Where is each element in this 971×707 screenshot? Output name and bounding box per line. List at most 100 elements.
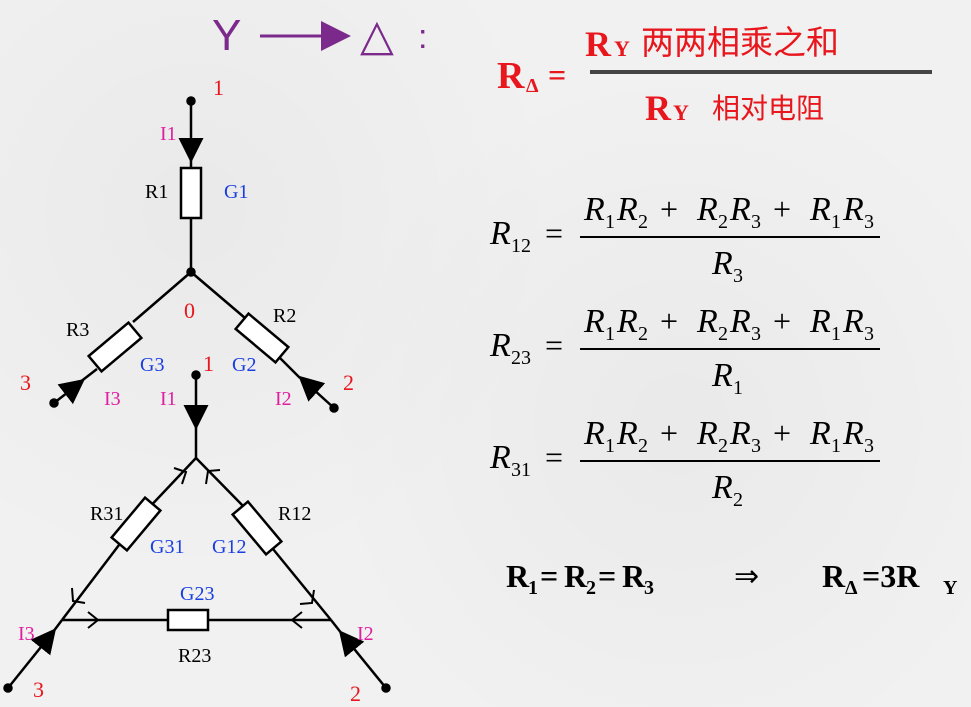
star-resistor-r3: [86, 320, 144, 374]
delta-i1-label: I1: [160, 388, 177, 410]
denominator-r: R: [711, 357, 733, 394]
implies-arrow-icon: ⇒: [734, 559, 759, 594]
term-sub: 3: [864, 211, 874, 233]
delta-node-2-terminal: [381, 683, 391, 693]
term-r: R: [842, 415, 864, 452]
star-resistor-r1: [179, 166, 203, 220]
delta-current-arrow-icon: [290, 611, 303, 629]
formula-numerator: R 1 R 2 + R 2 R 3 + R 1 R 3: [583, 415, 874, 457]
formula-lhs-r: R: [489, 327, 511, 364]
formula-lhs-sub: 12: [511, 235, 531, 257]
star-i3-label: I3: [104, 388, 121, 410]
delta-wire-3: [52, 619, 63, 633]
term-sub: 1: [831, 435, 841, 457]
term-r: R: [583, 191, 605, 228]
conclusion-r3: R: [622, 558, 646, 594]
formula-lhs-sub: 23: [511, 347, 531, 369]
plus-sign: +: [773, 303, 791, 339]
delta-current-arrow-icon: [173, 467, 188, 485]
rule-num-y: Y: [614, 36, 630, 61]
delta-labels: 1 I1 R31 R12 G31 G12 G23 I3 I2 R23 3 2: [18, 351, 374, 706]
term-r: R: [616, 303, 638, 340]
delta-g12-label: G12: [212, 536, 246, 558]
term-sub: 1: [831, 211, 841, 233]
star-wire-2b: [279, 357, 301, 379]
delta-resistor-r12: [230, 499, 284, 557]
term-r: R: [616, 415, 638, 452]
star-i2-label: I2: [275, 388, 292, 410]
term-sub: 3: [864, 323, 874, 345]
conclusion-r1: R: [506, 558, 530, 594]
rule-den-r: R: [645, 88, 672, 128]
star-wire-3a: [132, 271, 192, 323]
formula-lhs-r: R: [489, 215, 511, 252]
conclusion: R 1 = R 2 = R 3 ⇒ R Δ =3R Y: [506, 558, 958, 599]
star-r1-label: R1: [145, 181, 168, 203]
term-r: R: [729, 415, 751, 452]
term-r: R: [696, 303, 718, 340]
star-wire-3-arrow: [53, 378, 85, 405]
denominator-sub: 3: [733, 265, 743, 287]
delta-current-arrow-icon: [87, 611, 100, 629]
title-delta: △: [360, 11, 394, 60]
rule-lhs-delta: Δ: [526, 75, 539, 97]
conclusion-eq3: =3R: [862, 558, 920, 594]
delta-resistor-r31: [109, 495, 163, 553]
term-r: R: [809, 191, 831, 228]
delta-i2-label: I2: [357, 623, 374, 645]
term-sub: 1: [605, 211, 615, 233]
term-sub: 2: [638, 211, 648, 233]
term-sub: 3: [751, 435, 761, 457]
delta-wire-2-arrow: [338, 630, 387, 689]
plus-sign: +: [660, 191, 678, 227]
rule-num-r: R: [585, 24, 612, 64]
delta-i3-label: I3: [18, 623, 35, 645]
term-sub: 2: [718, 323, 728, 345]
rule-num-text: 两两相乘之和: [641, 23, 839, 62]
star-wire-2-arrow: [298, 375, 335, 409]
delta-node-2-label: 2: [350, 681, 361, 706]
term-sub: 3: [864, 435, 874, 457]
title-colon: :: [418, 18, 427, 56]
delta-r12-label: R12: [278, 503, 311, 525]
delta-node-1-label: 1: [203, 351, 214, 376]
rule-den-text: 相对电阻: [712, 92, 824, 125]
term-sub: 2: [718, 211, 728, 233]
term-sub: 2: [638, 323, 648, 345]
star-r3-label: R3: [66, 319, 89, 341]
delta-current-arrow-icon: [299, 589, 315, 605]
term-r: R: [729, 191, 751, 228]
star-center-label: 0: [184, 298, 195, 323]
conclusion-delta: Δ: [845, 577, 858, 599]
formula-equals: =: [545, 439, 563, 475]
delta-circuit: [3, 370, 391, 693]
title: Y △ :: [212, 11, 427, 60]
term-r: R: [809, 415, 831, 452]
delta-node-3-terminal: [3, 683, 13, 693]
star-i1-label: I1: [160, 123, 177, 145]
term-r: R: [809, 303, 831, 340]
conclusion-eq2: =: [598, 558, 616, 594]
plus-sign: +: [773, 415, 791, 451]
star-node-1-label: 1: [213, 75, 224, 100]
star-g2-label: G2: [232, 354, 256, 376]
term-sub: 1: [605, 435, 615, 457]
delta-wire-3-arrow: [7, 628, 57, 689]
term-r: R: [842, 303, 864, 340]
delta-side-12-b: [272, 548, 332, 621]
star-node-2-label: 2: [343, 370, 354, 395]
formula-numerator: R 1 R 2 + R 2 R 3 + R 1 R 3: [583, 303, 874, 345]
rule-equals: =: [548, 57, 566, 93]
term-r: R: [583, 303, 605, 340]
delta-side-31-b: [61, 544, 120, 621]
rule-formula: R Δ = R Y 两两相乘之和 R Y 相对电阻: [497, 23, 932, 128]
plus-sign: +: [660, 303, 678, 339]
formula-r31: R 31 = R 1 R 2 + R 2 R 3 + R 1 R 3 R 2: [489, 415, 880, 511]
rule-lhs-r: R: [497, 55, 525, 97]
star-g3-label: G3: [140, 354, 164, 376]
denominator-r: R: [711, 469, 733, 506]
delta-g31-label: G31: [150, 536, 184, 558]
delta-current-arrow-icon: [205, 469, 221, 485]
conclusion-r2: R: [564, 558, 588, 594]
star-resistor-r2: [233, 311, 291, 365]
